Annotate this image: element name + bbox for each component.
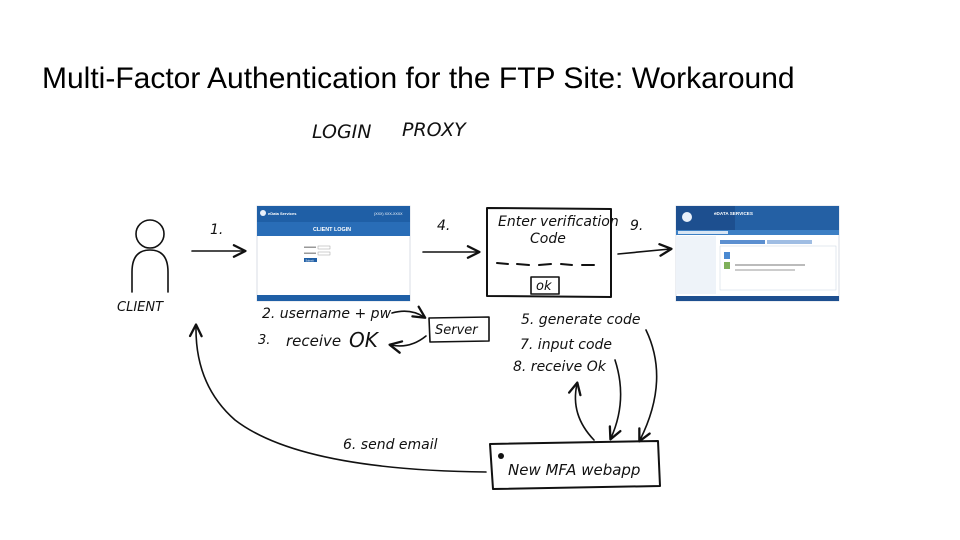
- step-9-arrow: [617, 243, 673, 257]
- slide-title: Multi-Factor Authentication for the FTP …: [42, 62, 795, 95]
- ok-button-label: ok: [536, 279, 552, 294]
- ftp-brand: eDATA SERVICES: [714, 211, 753, 216]
- verify-prompt-line2: Code: [530, 231, 566, 247]
- svg-text:Submit: Submit: [306, 258, 314, 262]
- ftp-site-screenshot: eDATA SERVICES: [675, 205, 840, 302]
- step-7-arrow: [608, 359, 622, 441]
- step-4-label: 4.: [437, 218, 450, 234]
- proxy-label: PROXY: [402, 119, 467, 141]
- login-submit-button: [304, 258, 317, 262]
- step-7-label: 7. input code: [520, 337, 612, 353]
- step-5-label: 5. generate code: [521, 312, 640, 328]
- step-2-arrow: [391, 305, 427, 319]
- step-6-arrow: [188, 323, 487, 473]
- login-phone: (XXX) XXX-XXXX: [374, 212, 403, 216]
- step-8-arrow: [568, 381, 595, 441]
- verification-code-box: Enter verification Code ok: [486, 207, 619, 298]
- step-3-arrow: [388, 335, 427, 354]
- step-2-label: 2. username + pw: [262, 306, 392, 322]
- verify-prompt-line1: Enter verification: [498, 214, 619, 230]
- mfa-webapp-label: New MFA webapp: [508, 461, 640, 479]
- step-5-arrow: [638, 329, 658, 443]
- server-box: [428, 316, 490, 343]
- step-1-label: 1.: [210, 222, 223, 238]
- step-3-number: 3.: [258, 333, 270, 348]
- code-input-dashes: [496, 262, 595, 266]
- client-login-screenshot: eData Services (XXX) XXX-XXXX CLIENT LOG…: [256, 205, 411, 302]
- step-3-ok: OK: [349, 328, 380, 352]
- webapp-dot-icon: [498, 453, 504, 459]
- login-heading: CLIENT LOGIN: [313, 227, 351, 233]
- login-label: LOGIN: [312, 121, 372, 143]
- server-label: Server: [435, 323, 479, 338]
- ok-button-sketch: [530, 276, 560, 295]
- step-6-label: 6. send email: [343, 437, 438, 453]
- mfa-webapp-box: [489, 440, 661, 490]
- client-figure-icon: [131, 219, 169, 293]
- step-3-label: receive: [286, 332, 341, 350]
- client-label: CLIENT: [117, 300, 164, 315]
- step-8-label: 8. receive Ok: [513, 359, 607, 375]
- login-brand: eData Services: [268, 211, 297, 216]
- step-9-label: 9.: [630, 218, 643, 234]
